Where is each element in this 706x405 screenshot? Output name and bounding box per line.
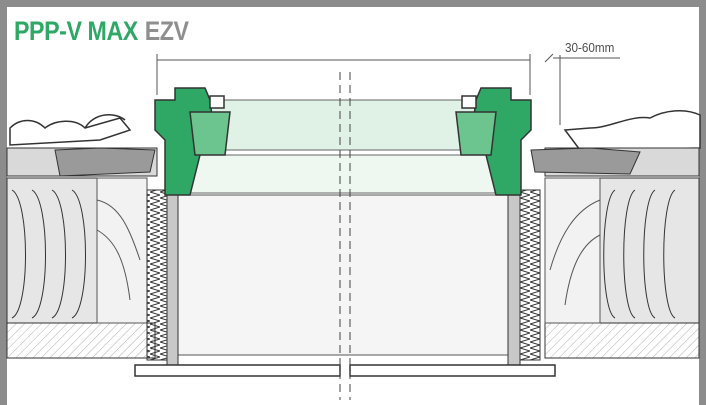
product-variant: EZV — [144, 16, 189, 46]
left-frame-profile — [154, 87, 231, 196]
right-lining — [507, 189, 521, 366]
left-seal — [146, 189, 168, 361]
left-roof-tiles — [9, 114, 132, 146]
dimension-line — [156, 53, 620, 125]
dimension-label: 30-60mm — [565, 40, 615, 55]
bottom-trim — [134, 364, 556, 377]
right-flashing — [530, 147, 641, 175]
product-model: PPP-V MAX — [14, 16, 138, 46]
center-break-line — [339, 72, 351, 400]
right-seal — [519, 189, 541, 361]
right-frame-profile — [455, 87, 532, 196]
right-roof-tiles — [563, 110, 701, 151]
left-lining — [166, 189, 179, 366]
inner-shaft — [177, 194, 509, 356]
left-flashing — [54, 147, 156, 177]
glazing-upper — [189, 99, 501, 151]
right-insulation — [544, 177, 700, 359]
glazing-lower — [182, 154, 509, 194]
right-timber — [544, 177, 601, 324]
left-timber — [96, 177, 148, 324]
left-insulation — [6, 177, 156, 359]
